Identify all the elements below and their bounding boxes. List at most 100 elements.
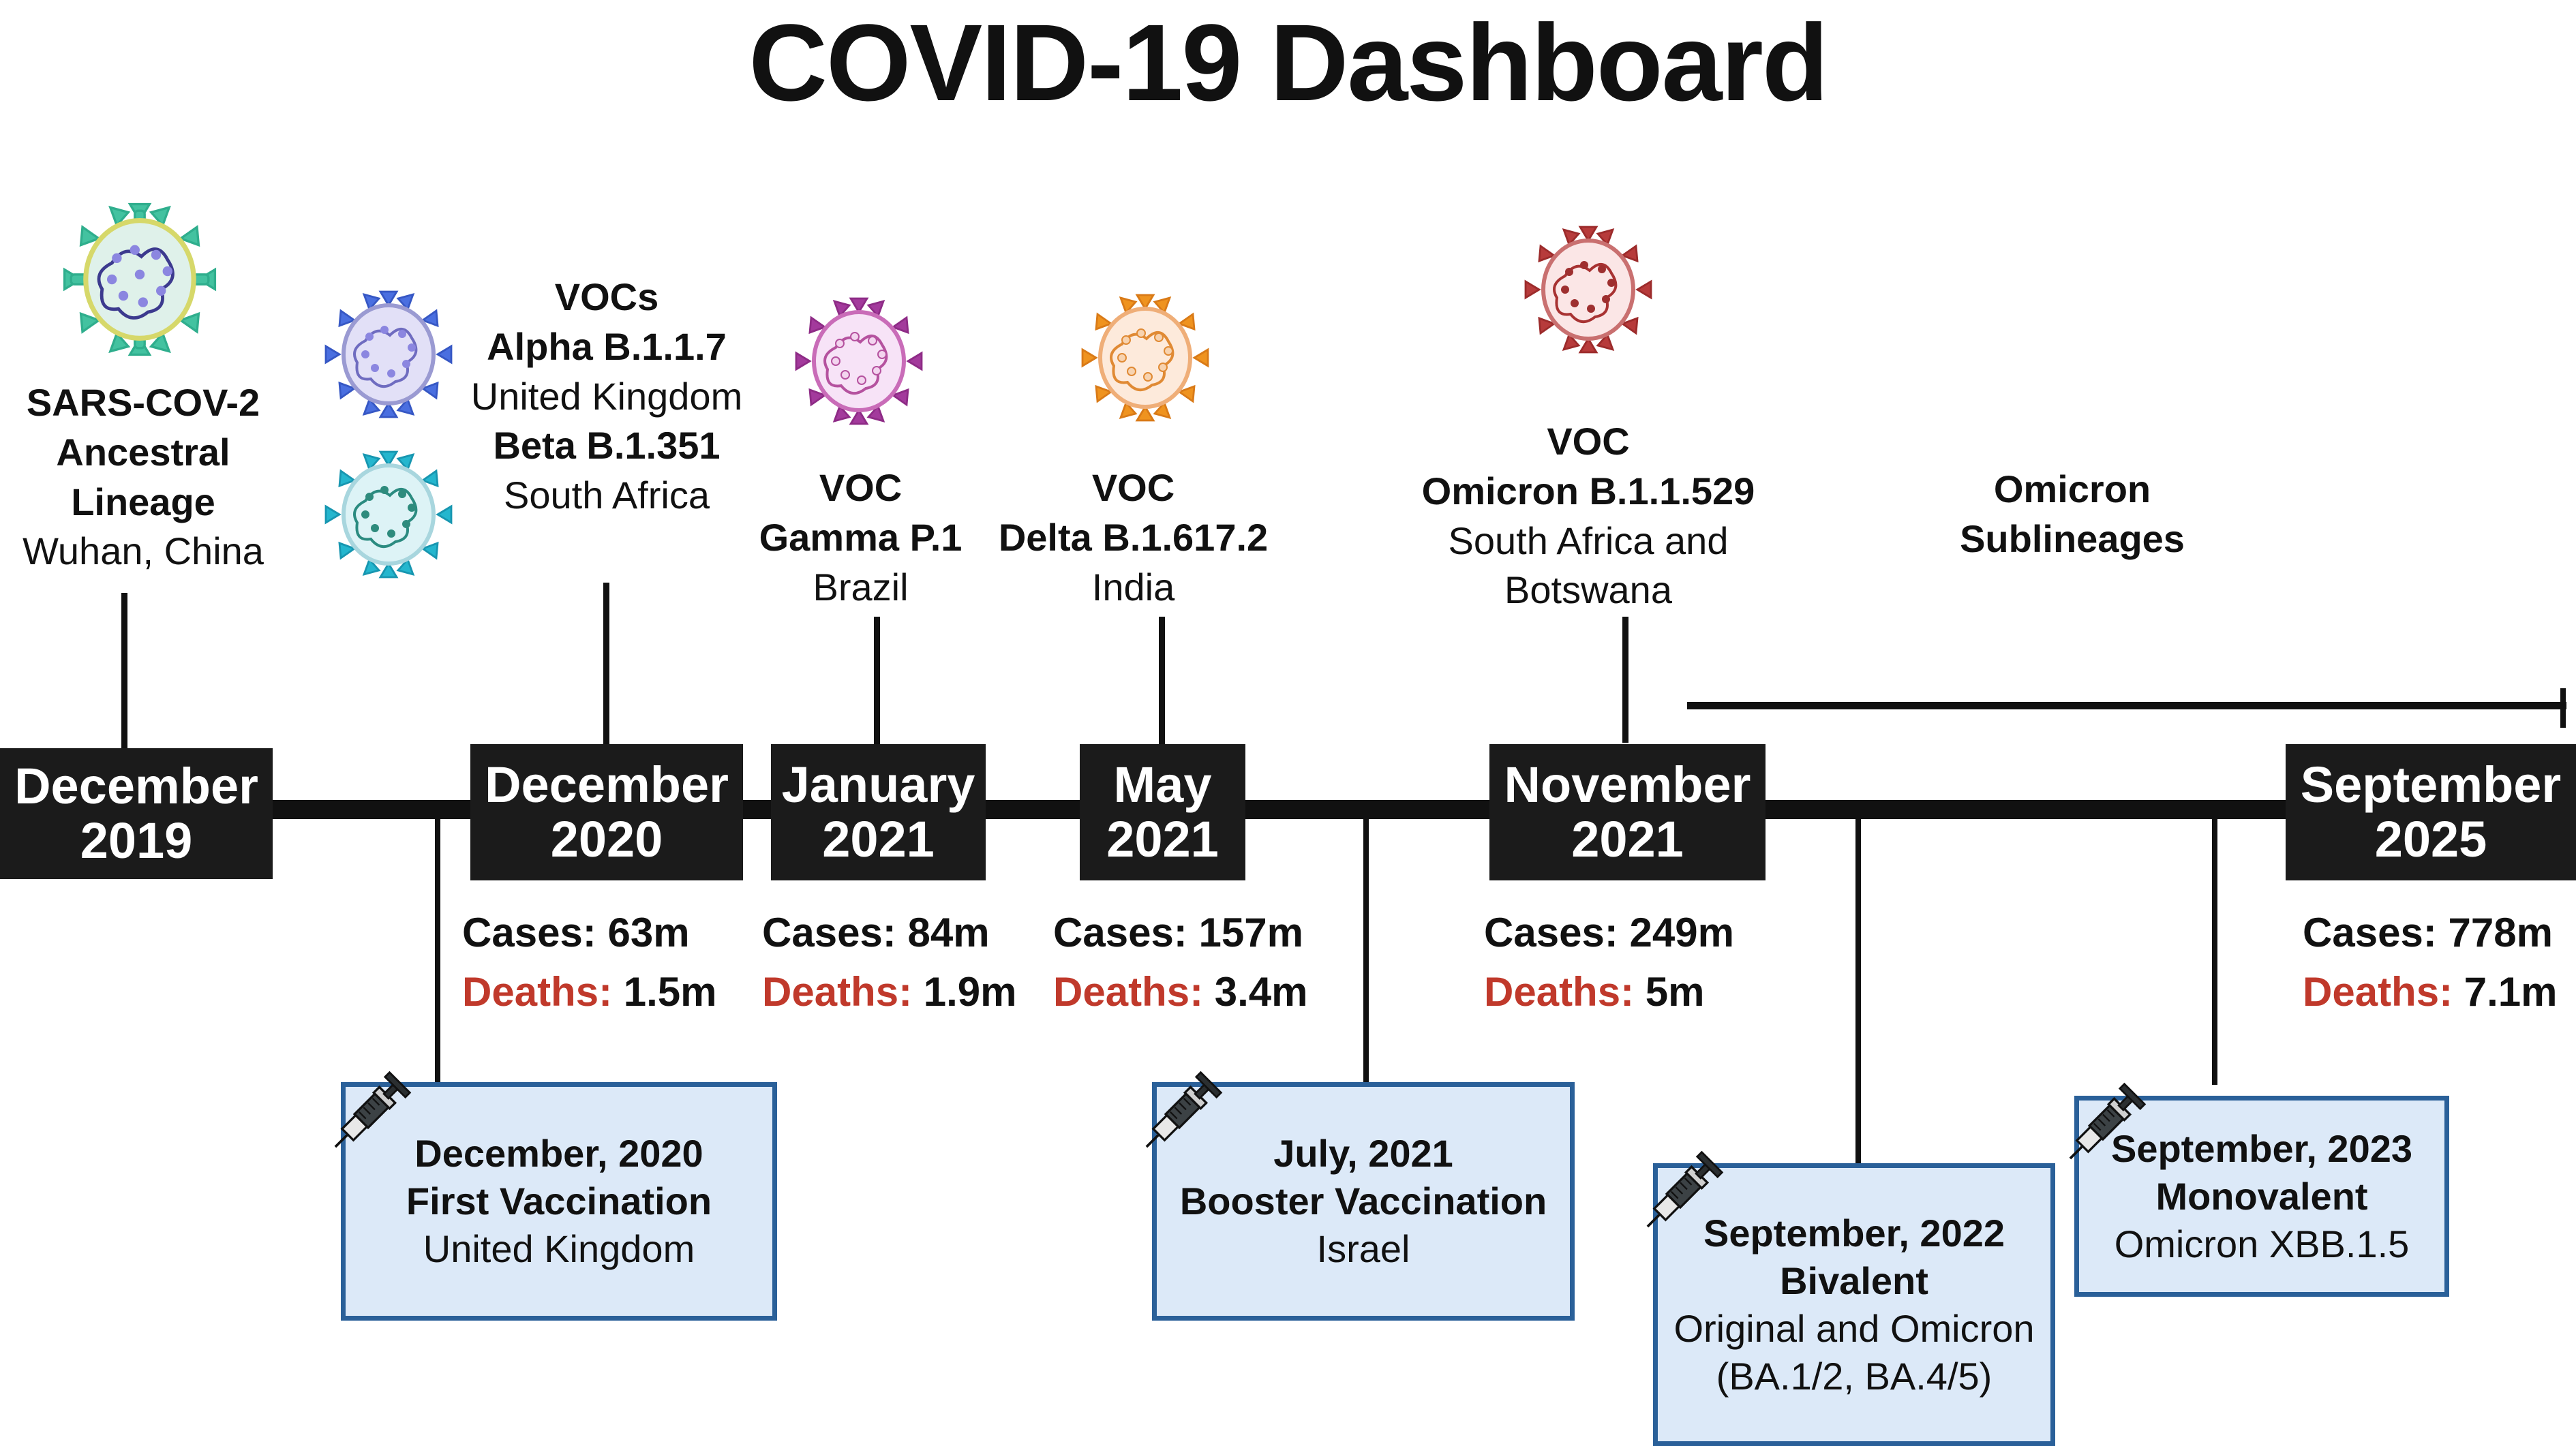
coronavirus-icon-blue [324, 290, 453, 418]
milestone-month: May [1113, 756, 1212, 814]
gamma-origin: Brazil [813, 565, 909, 609]
vaccination-date: September, 2023 [2110, 1126, 2413, 1170]
milestone-month: September [2300, 756, 2562, 814]
ancestral-name: SARS-COV-2 [26, 381, 260, 424]
milestone-year: 2019 [80, 812, 193, 869]
vaccination-name: First Vaccination [406, 1180, 712, 1222]
gamma-name: Gamma P.1 [759, 515, 963, 559]
variant-label-delta: VOC Delta B.1.617.2 India [988, 463, 1278, 612]
delta-name: Delta B.1.617.2 [998, 515, 1269, 559]
ancestral-line3: Lineage [71, 480, 215, 523]
connector-omicron [1622, 617, 1628, 743]
vaccination-detail: Omicron XBB.1.5 [2114, 1222, 2410, 1265]
coronavirus-icon-magenta [795, 297, 923, 425]
deaths-label: Deaths: [2303, 969, 2453, 1015]
timeline-bar [0, 800, 2576, 819]
cases-value: Cases: 63m [462, 910, 690, 955]
vaccination-box-monovalent[interactable]: September, 2023 Monovalent Omicron XBB.1… [2074, 1096, 2449, 1297]
variant-label-sublineages: Omicron Sublineages [1895, 465, 2249, 564]
connector-vaccination-3 [1855, 818, 1861, 1164]
cases-value: Cases: 249m [1484, 910, 1734, 955]
vaccination-box-bivalent[interactable]: September, 2022 Bivalent Original and Om… [1653, 1163, 2055, 1446]
cases-value: Cases: 84m [762, 910, 990, 955]
delta-origin: India [1091, 565, 1175, 609]
omicron-heading: VOC [1547, 420, 1630, 463]
variant-label-gamma: VOC Gamma P.1 Brazil [740, 463, 982, 612]
deaths-value: 1.5m [612, 969, 717, 1015]
deaths-value: 7.1m [2453, 969, 2558, 1015]
alpha-origin: United Kingdom [470, 374, 743, 418]
variant-label-vocs-group: VOCs Alpha B.1.1.7 United Kingdom Beta B… [436, 273, 777, 521]
vaccination-detail: United Kingdom [423, 1227, 695, 1270]
milestone-month: January [781, 756, 975, 814]
milestone-year: 2021 [1106, 811, 1219, 867]
deaths-label: Deaths: [462, 969, 613, 1015]
connector-vaccination-1 [435, 818, 440, 1118]
vaccination-name: Bivalent [1780, 1259, 1928, 1302]
omicron-name: Omicron B.1.1.529 [1421, 469, 1755, 512]
deaths-value: 1.9m [912, 969, 1017, 1015]
coronavirus-icon-green [63, 202, 217, 356]
coronavirus-icon-teal [324, 450, 453, 579]
cases-value: Cases: 778m [2303, 910, 2553, 955]
connector-vocs [603, 583, 609, 753]
vaccination-box-booster[interactable]: July, 2021 Booster Vaccination Israel [1152, 1082, 1575, 1321]
stats-september-2025: Cases: 778m Deaths: 7.1m [2303, 903, 2558, 1021]
deaths-label: Deaths: [762, 969, 913, 1015]
milestone-month: December [485, 756, 729, 814]
vaccination-detail: Israel [1316, 1227, 1410, 1270]
deaths-label: Deaths: [1053, 969, 1204, 1015]
vaccination-detail: Original and Omicron (BA.1/2, BA.4/5) [1673, 1306, 2035, 1398]
milestone-box-november-2021[interactable]: November 2021 [1489, 744, 1766, 880]
cases-value: Cases: 157m [1053, 910, 1303, 955]
sublineages-line1: Omicron [1993, 467, 2151, 510]
ancestral-origin: Wuhan, China [22, 529, 264, 573]
deaths-value: 3.4m [1203, 969, 1308, 1015]
milestone-year: 2020 [550, 811, 663, 867]
stats-december-2020: Cases: 63m Deaths: 1.5m [462, 903, 717, 1021]
beta-name: Beta B.1.351 [493, 424, 721, 467]
beta-origin: South Africa [504, 474, 710, 517]
milestone-month: December [14, 758, 258, 815]
vaccination-name: Monovalent [2155, 1174, 2368, 1218]
stats-november-2021: Cases: 249m Deaths: 5m [1484, 903, 1734, 1021]
vaccination-date: July, 2021 [1273, 1132, 1453, 1175]
omicron-origin-line1: South Africa and [1448, 519, 1729, 562]
sublineages-line2: Sublineages [1960, 517, 2185, 560]
milestone-month: November [1504, 756, 1751, 814]
milestone-year: 2025 [2374, 811, 2487, 867]
omicron-origin-line2: Botswana [1504, 568, 1672, 612]
milestone-box-december-2020[interactable]: December 2020 [470, 744, 743, 880]
sublineages-bracket-line [1687, 702, 2566, 709]
milestone-box-january-2021[interactable]: January 2021 [771, 744, 986, 880]
alpha-name: Alpha B.1.1.7 [487, 324, 727, 368]
stats-may-2021: Cases: 157m Deaths: 3.4m [1053, 903, 1308, 1021]
connector-ancestral [121, 593, 127, 756]
milestone-year: 2021 [1571, 811, 1684, 867]
milestone-box-september-2025[interactable]: September 2025 [2286, 744, 2576, 880]
delta-heading: VOC [1091, 466, 1175, 509]
milestone-year: 2021 [822, 811, 935, 867]
vocs-heading: VOCs [554, 275, 659, 318]
vaccination-date: December, 2020 [414, 1132, 703, 1175]
milestone-box-may-2021[interactable]: May 2021 [1080, 744, 1245, 880]
variant-label-ancestral: SARS-COV-2 Ancestral Lineage Wuhan, Chin… [0, 378, 286, 576]
vaccination-box-first[interactable]: December, 2020 First Vaccination United … [341, 1082, 777, 1321]
deaths-label: Deaths: [1484, 969, 1635, 1015]
stats-january-2021: Cases: 84m Deaths: 1.9m [762, 903, 1017, 1021]
sublineages-bracket-tick [2560, 688, 2566, 728]
gamma-heading: VOC [819, 466, 903, 509]
coronavirus-icon-orange [1081, 294, 1209, 422]
page-title: COVID-19 Dashboard [748, 1, 1828, 123]
variant-label-omicron: VOC Omicron B.1.1.529 South Africa and B… [1380, 417, 1796, 615]
ancestral-line2: Ancestral [56, 430, 230, 474]
connector-delta [1159, 617, 1165, 750]
connector-vaccination-2 [1363, 818, 1369, 1083]
connector-vaccination-4 [2212, 818, 2217, 1085]
vaccination-date: September, 2022 [1703, 1211, 2005, 1255]
milestone-box-december-2019[interactable]: December 2019 [0, 748, 273, 879]
vaccination-name: Booster Vaccination [1179, 1180, 1547, 1222]
deaths-value: 5m [1634, 969, 1705, 1015]
connector-gamma [874, 617, 880, 753]
coronavirus-icon-red [1524, 226, 1652, 354]
